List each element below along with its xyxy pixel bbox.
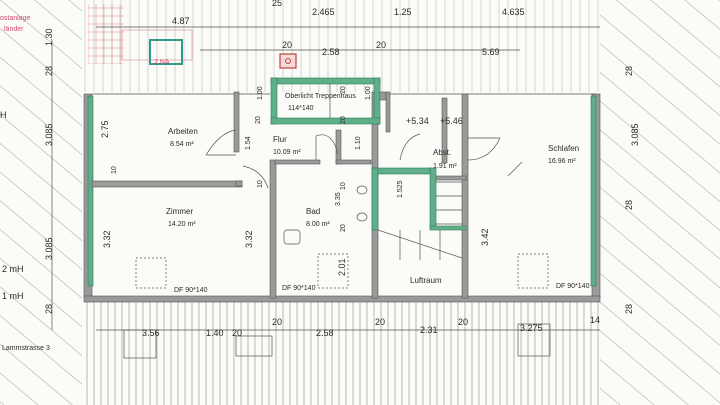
roof-window-label-2: DF 90*140	[282, 285, 316, 292]
dim-10b: 10	[257, 180, 264, 188]
dim-top-2465: 2.465	[312, 7, 335, 17]
dim-3085a: 3.085	[44, 123, 54, 146]
dim-top-258: 2.58	[322, 47, 340, 57]
roof-window-label-1: DF 90*140	[174, 287, 208, 294]
dim-bottom-140: 1.40	[206, 328, 224, 338]
dim-20f: 20	[340, 224, 347, 232]
level-2: +5.46	[440, 116, 463, 126]
dim-28e: 28	[624, 304, 634, 314]
dim-275: 2.75	[100, 120, 110, 138]
dim-3085c: 3.085	[630, 123, 640, 146]
dim-332a: 3.32	[102, 230, 112, 248]
dim-20d: 20	[340, 86, 347, 94]
hatch-left	[0, 0, 82, 405]
dim-28b: 28	[624, 66, 634, 76]
dim-bottom-14: 14	[590, 315, 600, 325]
room-arbeiten-area: 8.54 m²	[170, 141, 194, 148]
room-arbeiten-name: Arbeiten	[168, 127, 198, 136]
dim-28a: 28	[44, 66, 54, 76]
dimension-lines	[51, 26, 600, 331]
red-grid-area	[88, 4, 124, 64]
dim-20e: 20	[340, 116, 347, 124]
oberlicht-size: 114*140	[288, 105, 314, 112]
dim-top-125: 1.25	[394, 7, 412, 17]
dim-10a: 10	[111, 166, 118, 174]
room-bad-name: Bad	[306, 207, 320, 216]
dim-28c: 28	[624, 200, 634, 210]
street-label: Lammstrasse 3	[2, 345, 50, 352]
dim-bottom-20b: 20	[375, 317, 385, 327]
chimney	[279, 53, 297, 69]
room-abst-name: Abst.	[433, 148, 451, 157]
hatch-right	[600, 0, 720, 405]
bath-fixtures	[283, 161, 523, 245]
room-abst-area: 1.91 m²	[433, 163, 457, 170]
dim-top-20a: 20	[282, 40, 292, 50]
dim-bottom-3275: 3.275	[520, 323, 543, 333]
room-schlafen-name: Schlafen	[548, 144, 579, 153]
floor-interior	[92, 94, 596, 297]
outer-walls	[83, 93, 601, 303]
dim-bottom-20c: 20	[458, 317, 468, 327]
dim-130: 1.30	[44, 28, 54, 46]
dim-3085b: 3.085	[44, 237, 54, 260]
left-red-label-1: ostanlage	[0, 15, 30, 22]
staircase	[371, 167, 467, 260]
left-red-label-2: länder	[4, 26, 24, 33]
roof-bottom-strip	[82, 302, 600, 405]
dim-bottom-20d: 20	[232, 328, 242, 338]
room-luftraum-name: Luftraum	[410, 276, 442, 285]
dim-top-4635: 4.635	[502, 7, 525, 17]
roof-window-label-3: DF 90*140	[556, 283, 590, 290]
oberlicht-label: Oberlicht Treppenhaus	[285, 93, 356, 100]
dim-bottom-231: 2.31	[420, 325, 438, 335]
dim-bottom-356: 3.56	[142, 328, 160, 338]
dim-20c: 20	[255, 116, 262, 124]
marker-2na: 2.NA	[154, 59, 170, 66]
room-zimmer-area: 14.20 m²	[168, 221, 196, 228]
room-flur-area: 10.09 m²	[273, 149, 301, 156]
dim-top-487: 4.87	[172, 16, 190, 26]
dim-28d: 28	[44, 304, 54, 314]
dim-top-20b: 20	[376, 40, 386, 50]
dim-100a: 1.00	[257, 86, 264, 100]
room-zimmer-name: Zimmer	[166, 207, 193, 216]
door-swings	[205, 129, 501, 189]
dim-154: 1.54	[245, 136, 252, 150]
left-h-label: H	[0, 110, 7, 120]
dim-332b: 3.32	[244, 230, 254, 248]
mh-label-2: 1 mH	[2, 291, 24, 301]
dim-335: 3.35	[335, 192, 342, 206]
dim-10c: 10	[340, 182, 347, 190]
oberlicht-box	[270, 77, 381, 125]
room-bad-area: 8.00 m²	[306, 221, 330, 228]
dim-110: 1.10	[355, 136, 362, 150]
room-flur-name: Flur	[273, 135, 287, 144]
roof-top-strip	[82, 0, 600, 92]
dim-top-569: 5.69	[482, 47, 500, 57]
dim-bottom-258: 2.58	[316, 328, 334, 338]
dim-100b: 1.00	[365, 86, 372, 100]
dim-201: 2.01	[337, 258, 347, 276]
dim-top-25: 25	[272, 0, 282, 8]
roof-windows	[123, 253, 551, 359]
level-1: +5.34	[406, 116, 429, 126]
dim-342: 3.42	[480, 228, 490, 246]
room-schlafen-area: 16.96 m²	[548, 158, 576, 165]
marker-2na-box	[149, 39, 183, 65]
mh-label-1: 2 mH	[2, 264, 24, 274]
dim-1525: 1.525	[397, 180, 404, 198]
dim-bottom-20a: 20	[272, 317, 282, 327]
